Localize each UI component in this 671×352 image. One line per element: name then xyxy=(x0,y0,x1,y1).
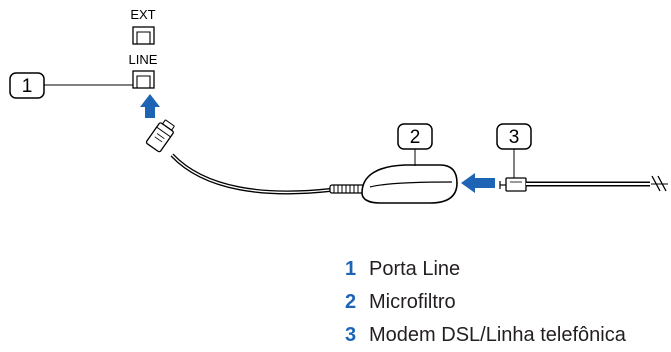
callout-1-number: 1 xyxy=(22,76,33,97)
left-arrow-icon xyxy=(461,173,495,193)
ext-port-label: EXT xyxy=(130,7,155,22)
legend-item: 1 Porta Line xyxy=(345,253,671,286)
callout-3: 3 xyxy=(496,123,532,178)
callout-2: 2 xyxy=(397,123,433,166)
legend: 1 Porta Line 2 Microfiltro 3 Modem DSL/Linh… xyxy=(345,253,671,352)
line-port xyxy=(132,70,155,89)
rj11-plug-right xyxy=(499,177,527,192)
legend-number: 3 xyxy=(345,324,357,346)
callout-1: 1 xyxy=(9,72,133,99)
legend-text: Modem DSL/Linha telefônica xyxy=(369,324,626,346)
cable-strain-relief xyxy=(329,184,365,194)
up-arrow-icon xyxy=(140,94,160,118)
ext-port xyxy=(132,26,155,45)
legend-number: 2 xyxy=(345,291,357,313)
legend-text: Porta Line xyxy=(369,258,461,280)
line-port-label: LINE xyxy=(129,52,158,67)
connection-diagram: EXT LINE 1 2 xyxy=(9,7,668,204)
legend-item: 2 Microfiltro xyxy=(345,286,671,319)
legend-number: 1 xyxy=(345,258,357,280)
legend-item: 3 Modem DSL/Linha telefônica xyxy=(345,319,671,352)
cable-break-icon xyxy=(651,175,668,192)
legend-text: Microfiltro xyxy=(369,291,456,313)
callout-2-number: 2 xyxy=(410,127,421,148)
microfilter xyxy=(361,164,458,204)
rj11-plug-left xyxy=(145,119,175,153)
callout-3-number: 3 xyxy=(509,127,520,148)
